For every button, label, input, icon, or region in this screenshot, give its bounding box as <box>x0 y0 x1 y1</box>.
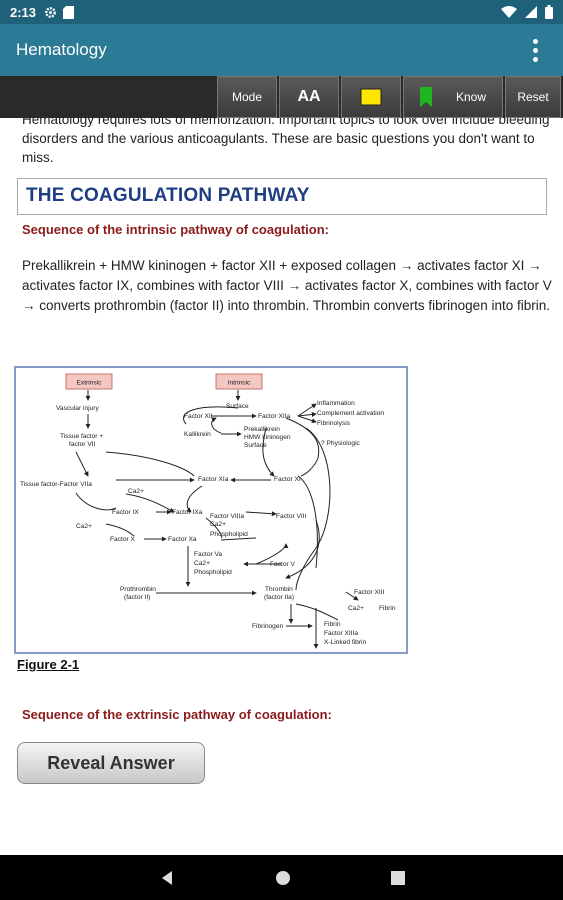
coagulation-figure: Extrinsic Intrinsic Vascular injury Tiss… <box>14 366 408 654</box>
fig-factor-ixa: Factor IXa <box>172 509 203 516</box>
fig-factor-xiia: Factor XIIa <box>258 413 291 420</box>
settings-gear-icon <box>45 6 56 18</box>
fig-thrombin: Thrombin <box>265 586 293 593</box>
fig-factor-xii: Factor XII <box>184 413 213 420</box>
fig-ca-2: Ca2+ <box>76 523 92 530</box>
fig-fibrinolysis: Fibrinolysis <box>317 420 351 427</box>
wifi-icon <box>501 6 517 18</box>
coagulation-diagram: Extrinsic Intrinsic Vascular injury Tiss… <box>20 373 396 649</box>
fig-fibrinogen: Fibrinogen <box>252 623 283 630</box>
fig-intrinsic: Intrinsic <box>228 380 251 387</box>
fig-factor-vii: factor VII <box>69 441 96 448</box>
fig-fibrin-2: Fibrin <box>324 621 341 628</box>
app-bar: Hematology <box>0 24 563 76</box>
fig-factor-ix: Factor IX <box>112 509 139 516</box>
fig-factor-v: Factor V <box>270 561 296 568</box>
reset-label: Reset <box>517 90 549 104</box>
status-time: 2:13 <box>10 4 37 20</box>
fig-physiologic: ? Physiologic <box>321 440 361 447</box>
question-extrinsic: Sequence of the extrinsic pathway of coa… <box>22 707 332 722</box>
mode-label: Mode <box>231 90 263 104</box>
fig-factor-ii: (factor II) <box>124 594 150 601</box>
toolbar: Mode AA Know Reset <box>0 76 563 118</box>
question-intrinsic: Sequence of the intrinsic pathway of coa… <box>22 222 329 237</box>
highlight-button[interactable] <box>341 76 401 118</box>
fig-surface: Surface <box>226 403 249 410</box>
fig-kallikrein: Kallikrein <box>184 431 211 438</box>
fig-phospholipid-1: Phospholipid <box>210 531 248 538</box>
sd-card-icon <box>63 5 75 19</box>
fig-factor-xi: Factor XI <box>274 476 301 483</box>
fig-surface-2: Surface <box>244 442 267 449</box>
fig-hmw-kininogen: HMW kininogen <box>244 434 291 441</box>
fig-prothrombin: Prothrombin <box>120 586 156 593</box>
battery-icon <box>545 5 553 19</box>
fig-ca-5: Ca2+ <box>348 605 364 612</box>
fig-extrinsic: Extrinsic <box>77 380 103 387</box>
fig-factor-xa: Factor Xa <box>168 536 197 543</box>
font-size-label: AA <box>297 88 321 105</box>
fig-ca-3: Ca2+ <box>210 521 226 528</box>
back-icon[interactable] <box>159 870 175 886</box>
section-header: THE COAGULATION PATHWAY <box>17 178 547 215</box>
fig-prekallikrein: Prekallikrein <box>244 426 280 433</box>
fig-inflammation: Inflammation <box>317 400 355 407</box>
font-size-button[interactable]: AA <box>279 76 339 118</box>
fig-complement: Complement activation <box>317 410 384 417</box>
content-area[interactable]: Hematology requires lots of memorization… <box>0 118 563 855</box>
signal-icon <box>525 6 537 18</box>
reset-button[interactable]: Reset <box>505 76 561 118</box>
recents-icon[interactable] <box>390 870 405 885</box>
fig-factor-xia: Factor XIa <box>198 476 229 483</box>
home-icon[interactable] <box>275 870 291 886</box>
fig-factor-va: Factor Va <box>194 551 222 558</box>
overflow-menu-icon[interactable] <box>523 35 547 65</box>
fig-ca-4: Ca2+ <box>194 560 210 567</box>
fig-factor-viii: Factor VIII <box>276 513 307 520</box>
yellow-note-icon <box>360 88 382 106</box>
intro-text: Hematology requires lots of memorization… <box>22 118 550 165</box>
fig-factor-xiiia: Factor XIIIa <box>324 630 358 637</box>
section-title: THE COAGULATION PATHWAY <box>26 185 310 206</box>
mode-button[interactable]: Mode <box>217 76 277 118</box>
fig-factor-xiii: Factor XIII <box>354 589 385 596</box>
app-title: Hematology <box>16 40 107 59</box>
fig-factor-iia: (factor IIa) <box>264 594 294 601</box>
status-bar: 2:13 <box>0 0 563 24</box>
fig-factor-viiia: Factor VIIIa <box>210 513 244 520</box>
fig-fibrin-1: Fibrin <box>379 605 396 612</box>
green-bookmark-icon <box>419 87 432 107</box>
know-label: Know <box>455 90 487 104</box>
fig-x-linked-fibrin: X-Linked fibrin <box>324 639 366 646</box>
reveal-answer-button[interactable]: Reveal Answer <box>17 742 205 784</box>
fig-vascular-injury: Vascular injury <box>56 405 99 412</box>
figure-caption: Figure 2-1 <box>17 657 80 672</box>
fig-ca-1: Ca2+ <box>128 488 144 495</box>
answer-intrinsic: Prekallikrein + HMW kininogen + factor X… <box>22 258 552 313</box>
fig-phospholipid-2: Phospholipid <box>194 569 232 576</box>
fig-factor-x: Factor X <box>110 536 136 543</box>
fig-tf-factor-viia: Tissue factor-Factor VIIa <box>20 481 92 488</box>
system-nav-bar <box>0 855 563 900</box>
fig-tissue-factor: Tissue factor + <box>60 433 103 440</box>
know-button[interactable]: Know <box>403 76 503 118</box>
